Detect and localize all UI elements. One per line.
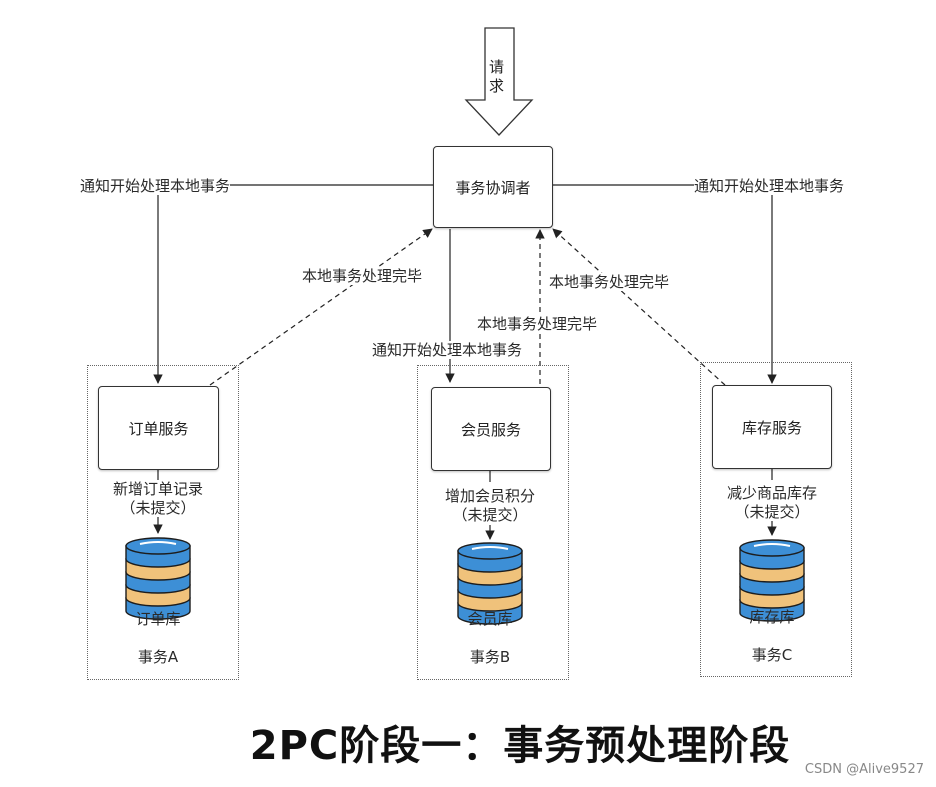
txn-label-b: 事务B <box>469 648 511 666</box>
database-icon-a <box>125 537 191 620</box>
database-icon-c <box>739 539 805 622</box>
notify-label-right: 通知开始处理本地事务 <box>694 177 845 195</box>
db-label-c: 库存库 <box>749 608 795 626</box>
transaction-group-b <box>417 365 569 680</box>
database-icon-b <box>457 542 523 625</box>
operation-line2-b: （未提交） <box>452 506 528 524</box>
request-arrow <box>464 27 534 136</box>
db-label-b: 会员库 <box>467 610 513 628</box>
service-label-c: 库存服务 <box>741 418 802 437</box>
transaction-group-a <box>87 365 239 680</box>
operation-line1-b: 增加会员积分 <box>430 487 550 505</box>
service-box-b: 会员服务 <box>431 387 551 471</box>
notify-label-left: 通知开始处理本地事务 <box>80 177 231 195</box>
txn-label-c: 事务C <box>751 646 793 664</box>
done-label-a: 本地事务处理完毕 <box>302 267 423 285</box>
watermark: CSDN @Alive9527 <box>804 762 924 777</box>
done-label-b: 本地事务处理完毕 <box>477 315 598 333</box>
service-box-c: 库存服务 <box>712 385 832 469</box>
db-label-a: 订单库 <box>135 610 181 628</box>
txn-label-a: 事务A <box>137 648 179 666</box>
notify-label-mid: 通知开始处理本地事务 <box>372 341 523 359</box>
transaction-group-c <box>700 362 852 677</box>
coordinator-label: 事务协调者 <box>455 178 531 197</box>
done-arrow-c <box>552 228 726 386</box>
operation-line2-c: （未提交） <box>734 503 810 521</box>
operation-line1-a: 新增订单记录 <box>98 480 218 498</box>
service-label-a: 订单服务 <box>128 419 189 438</box>
service-label-b: 会员服务 <box>460 420 521 439</box>
done-arrow-a <box>209 228 433 386</box>
operation-line1-c: 减少商品库存 <box>712 484 832 502</box>
request-label: 请求 <box>489 58 505 95</box>
operation-line2-a: （未提交） <box>120 499 196 517</box>
service-box-a: 订单服务 <box>98 386 219 470</box>
done-label-c: 本地事务处理完毕 <box>549 273 670 291</box>
diagram-title: 2PC阶段一：事务预处理阶段 <box>249 723 791 769</box>
coordinator-box: 事务协调者 <box>433 146 553 228</box>
